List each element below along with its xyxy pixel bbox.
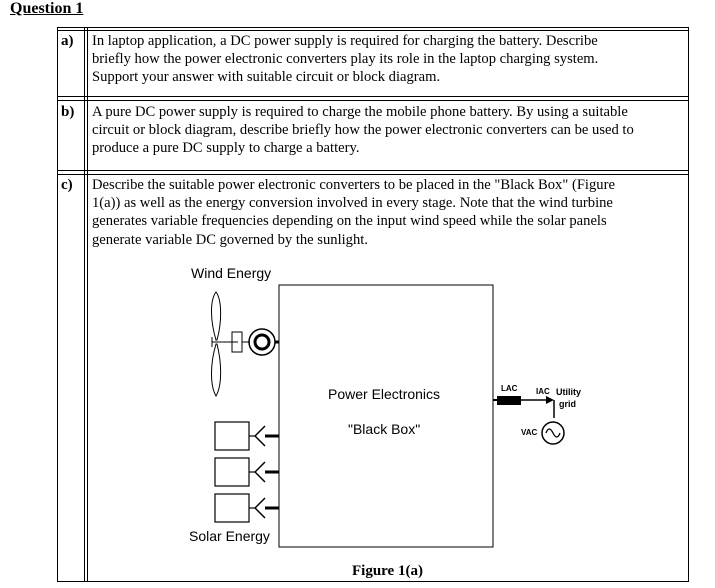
question-b-line-1: A pure DC power supply is required to ch…: [92, 104, 628, 120]
inductor-icon: [497, 396, 521, 405]
question-c-text: Describe the suitable power electronic c…: [92, 176, 682, 249]
question-a-line-3: Support your answer with suitable circui…: [92, 69, 441, 86]
ac-source-icon: [541, 421, 565, 445]
table-row-separator-bc-2: [57, 174, 689, 175]
figure-caption: Figure 1(a): [352, 563, 423, 579]
question-b-line-2: circuit or block diagram, describe brief…: [92, 122, 634, 139]
solar-energy-label: Solar Energy: [189, 528, 270, 544]
question-heading: Question 1: [10, 0, 84, 17]
utility-label: Utility: [556, 387, 582, 397]
question-b-label: b): [61, 104, 75, 120]
black-box-title: Power Electronics: [328, 386, 441, 402]
table-row-separator-bc: [57, 170, 689, 171]
solar-panel-icon-2: [214, 457, 279, 487]
table-border-top: [57, 27, 689, 28]
question-c-line-3: generates variable frequencies depending…: [92, 213, 607, 230]
solar-panel-icon-1: [214, 421, 279, 451]
voltage-label: VAC: [521, 428, 538, 437]
table-row-separator-ab: [57, 96, 689, 97]
table-border-inner-label-col: [87, 27, 88, 582]
table-row-separator-ab-2: [57, 100, 689, 101]
question-c-line-2: 1(a)) as well as the energy conversion i…: [92, 195, 613, 212]
question-a-text: In laptop application, a DC power supply…: [92, 32, 682, 87]
question-b-line-3: produce a pure DC supply to charge a bat…: [92, 140, 360, 157]
current-label: IAC: [536, 387, 550, 396]
current-arrow-icon: [546, 396, 554, 404]
black-box-subtitle: "Black Box": [348, 421, 421, 437]
utility-grid-connection: [493, 396, 565, 445]
question-c-line-1: Describe the suitable power electronic c…: [92, 177, 615, 193]
table-border-top-inner: [57, 30, 689, 31]
question-c-label: c): [61, 177, 73, 193]
wind-energy-label: Wind Energy: [191, 265, 272, 281]
black-box-rectangle: [278, 284, 494, 548]
wind-turbine-icon: [211, 291, 279, 397]
question-a-line-2: briefly how the power electronic convert…: [92, 51, 599, 68]
solar-panel-icon-3: [214, 493, 279, 523]
table-border-bottom: [57, 581, 689, 582]
table-border-right: [688, 27, 689, 582]
table-border-left-outer: [57, 27, 58, 582]
inductor-label: LAC: [501, 384, 518, 393]
grid-label: grid: [559, 399, 576, 409]
question-c-line-4: generate variable DC governed by the sun…: [92, 231, 368, 248]
table-border-left-inner: [84, 27, 85, 582]
question-a-line-1: In laptop application, a DC power supply…: [92, 33, 598, 49]
question-b-text: A pure DC power supply is required to ch…: [92, 103, 682, 158]
question-a-label: a): [61, 33, 74, 49]
